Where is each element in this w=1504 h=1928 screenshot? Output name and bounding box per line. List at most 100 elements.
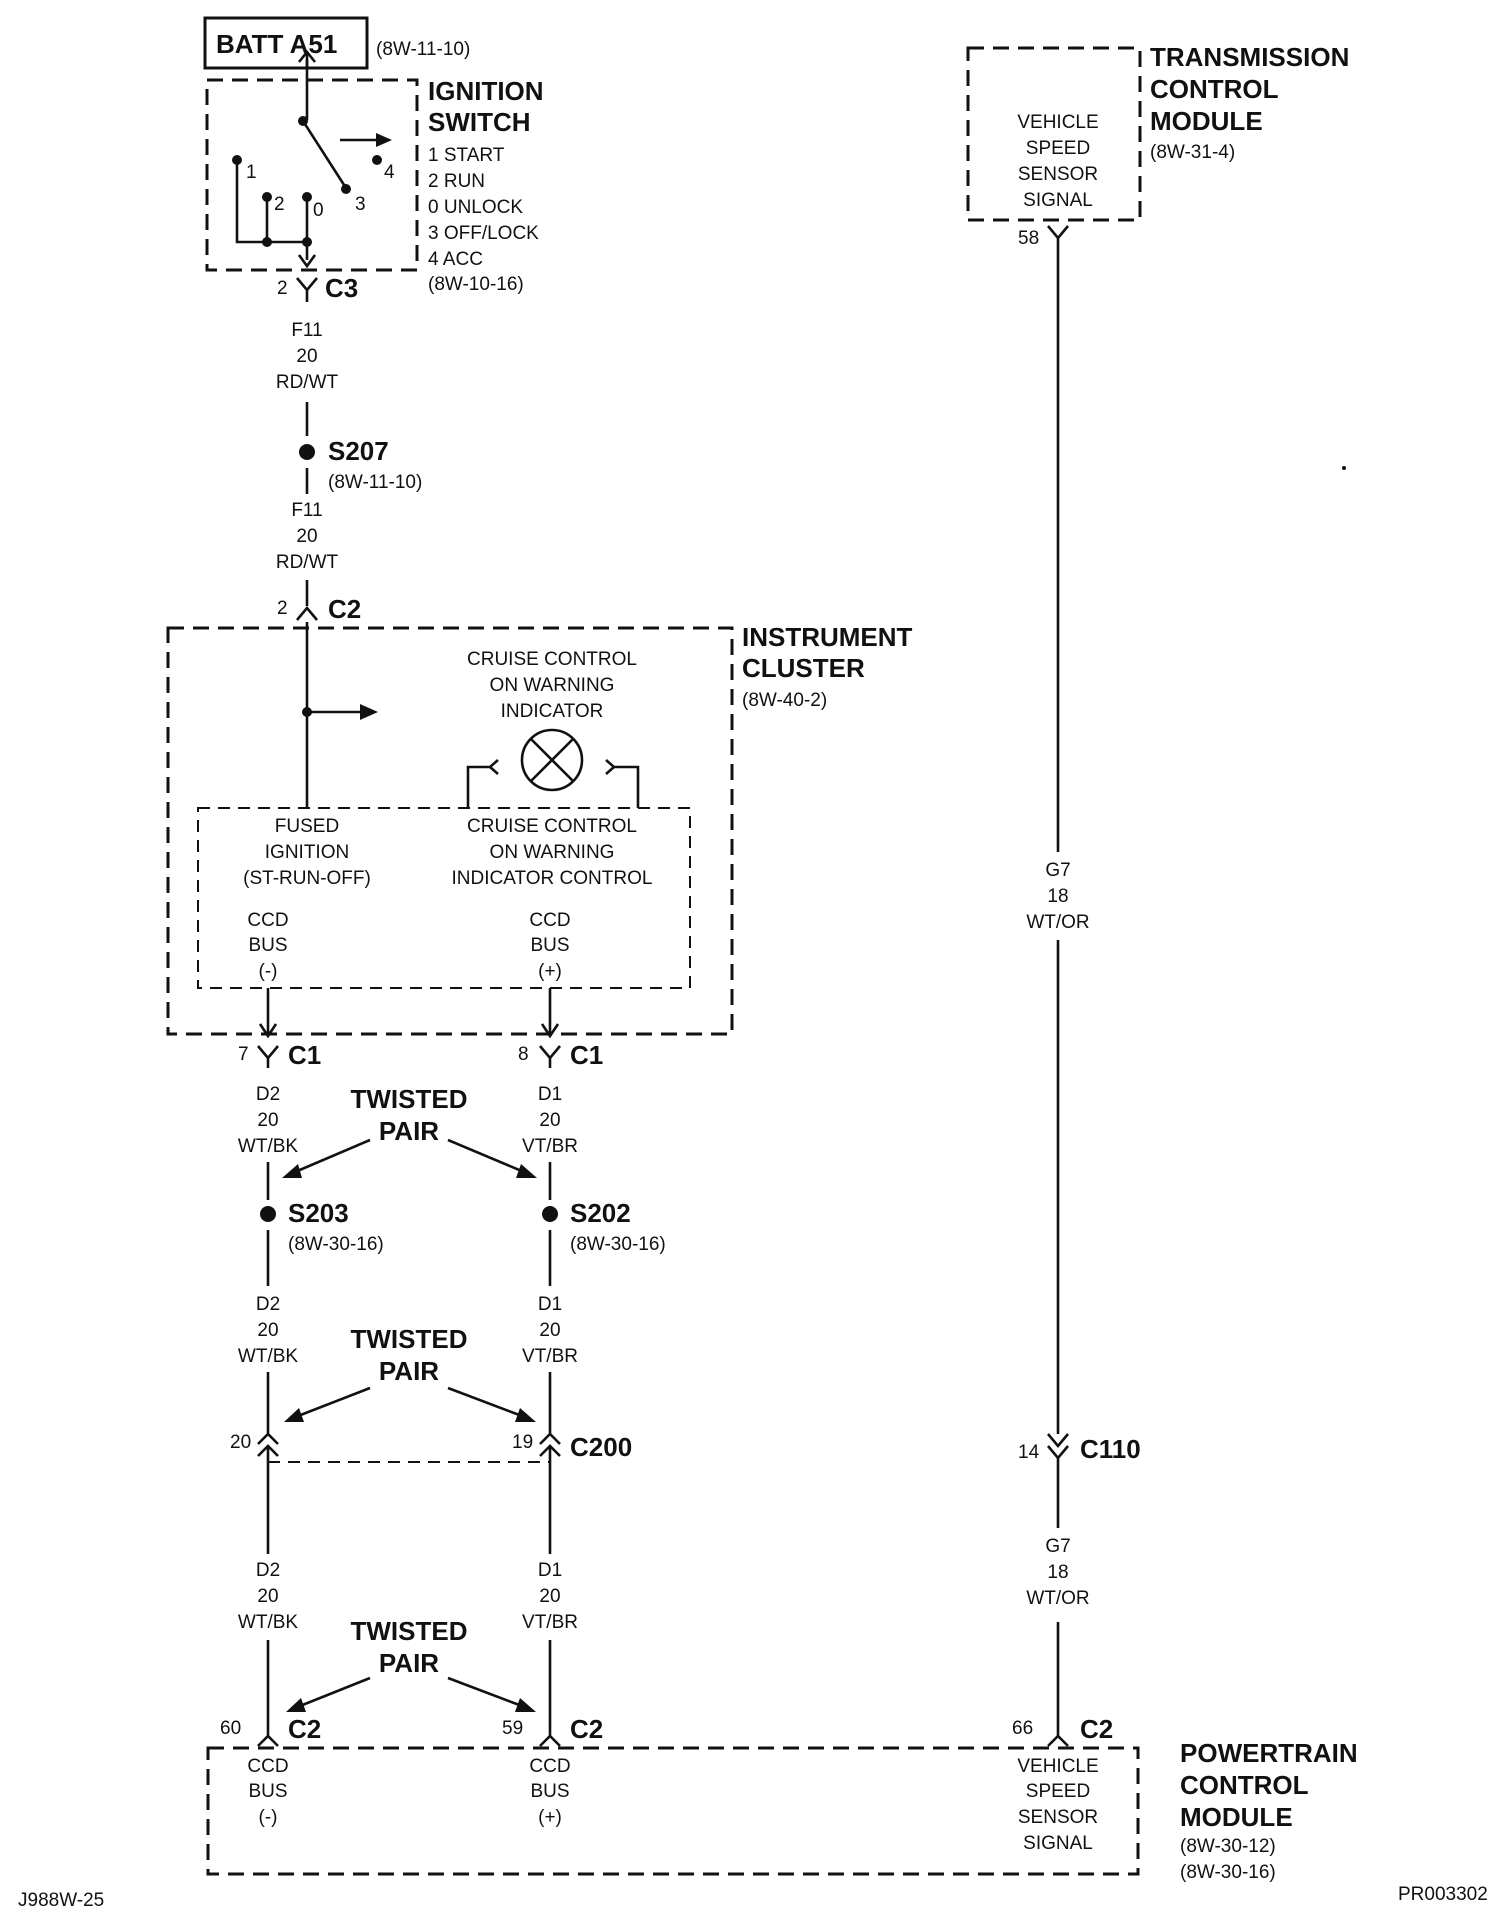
lamp-label-2: ON WARNING: [490, 675, 615, 696]
d1-gauge-3: 20: [539, 1586, 560, 1607]
ic-ccd-minus-2: BUS: [248, 935, 287, 956]
fused-label-2: IGNITION: [265, 842, 349, 863]
ignition-legend-5: 4 ACC: [428, 249, 483, 270]
pcm-title-1: POWERTRAIN: [1180, 1738, 1358, 1768]
pcm-pin-ccd-plus: 59: [502, 1718, 523, 1739]
c1-right-pin: 8: [518, 1044, 529, 1065]
c1-left-name: C1: [288, 1040, 321, 1070]
twisted-pair-2-arrow-right-icon: [515, 1408, 536, 1422]
ccd-run-section-2: D2 20 WT/BK D1 20 VT/BR TWISTED PAIR: [238, 1294, 578, 1434]
d1-circuit-1: D1: [538, 1084, 562, 1105]
f11-bottom-gauge: 20: [296, 526, 317, 547]
g7-circuit-1: G7: [1045, 860, 1070, 881]
tcm-title-1: TRANSMISSION: [1150, 42, 1349, 72]
instrument-cluster-box: [166, 626, 734, 1036]
d1-circuit-3: D1: [538, 1560, 562, 1581]
switch-action-arrow-icon: [376, 133, 392, 147]
batt-label: BATT A51: [216, 29, 337, 59]
pcm-ccd-minus-1: CCD: [247, 1756, 288, 1777]
twisted-pair-2-line2: PAIR: [379, 1356, 439, 1386]
g7-gauge-1: 18: [1047, 886, 1068, 907]
ic-title-2: CLUSTER: [742, 653, 865, 683]
s202-ref: (8W-30-16): [570, 1234, 666, 1255]
ignition-switch-box: [205, 78, 419, 272]
lamp-label-3: INDICATOR: [501, 701, 604, 722]
twisted-pair-3-arrow-left-icon: [286, 1698, 306, 1712]
splice-s207: S207 (8W-11-10): [299, 436, 422, 494]
tcm-ref: (8W-31-4): [1150, 142, 1235, 163]
splice-s202: S202 (8W-30-16): [542, 1198, 666, 1286]
pcm-title-2: CONTROL: [1180, 1770, 1309, 1800]
s203-name: S203: [288, 1198, 349, 1228]
d1-circuit-2: D1: [538, 1294, 562, 1315]
d2-color-1: WT/BK: [238, 1136, 298, 1157]
f11-top-gauge: 20: [296, 346, 317, 367]
indicator-control-label-3: INDICATOR CONTROL: [452, 868, 653, 889]
twisted-pair-1-arrow-left-icon: [282, 1164, 302, 1178]
tcm-signal-1: VEHICLE: [1017, 112, 1098, 133]
ic-title-1: INSTRUMENT: [742, 622, 913, 652]
pos-label-0: 0: [313, 200, 324, 221]
pcm-pin-ccd-minus: 60: [220, 1718, 241, 1739]
pcm-box: [206, 1746, 1140, 1876]
tcm-title-2: CONTROL: [1150, 74, 1279, 104]
d1-color-2: VT/BR: [522, 1346, 578, 1367]
pcm-connector-mid: C2: [570, 1714, 603, 1744]
twisted-pair-3-line1: TWISTED: [351, 1616, 468, 1646]
c1-right-name: C1: [570, 1040, 603, 1070]
ignition-switch: IGNITION SWITCH 1 START 2 RUN 0 UNLOCK 3…: [205, 49, 544, 295]
f11-top-color: RD/WT: [276, 372, 339, 393]
powertrain-control-module: POWERTRAIN CONTROL MODULE (8W-30-12) (8W…: [206, 1738, 1358, 1883]
ic-ccd-plus-3: (+): [538, 961, 562, 982]
ic-ccd-plus-1: CCD: [529, 910, 570, 931]
connector-c1-left: 7 C1: [238, 1040, 321, 1070]
ignition-switch-ref: (8W-10-16): [428, 274, 524, 295]
ignition-switch-title-1: IGNITION: [428, 76, 544, 106]
tcm-signal-3: SENSOR: [1018, 164, 1098, 185]
d2-circuit-3: D2: [256, 1560, 280, 1581]
pcm-ref-1: (8W-30-12): [1180, 1836, 1276, 1857]
wire-f11-bottom: F11 20 RD/WT: [276, 500, 339, 606]
twisted-pair-1-line1: TWISTED: [351, 1084, 468, 1114]
s203-ref: (8W-30-16): [288, 1234, 384, 1255]
footer-left-code: J988W-25: [18, 1890, 104, 1911]
ignition-legend-2: 2 RUN: [428, 171, 485, 192]
twisted-pair-3-arrow-right-icon: [515, 1698, 536, 1712]
pcm-connector-left: C2: [288, 1714, 321, 1744]
d2-gauge-2: 20: [257, 1320, 278, 1341]
c1-left-pin: 7: [238, 1044, 249, 1065]
transmission-control-module: TRANSMISSION CONTROL MODULE (8W-31-4) VE…: [966, 42, 1349, 249]
tcm-box: [966, 46, 1142, 222]
twisted-pair-3-line2: PAIR: [379, 1648, 439, 1678]
pcm-connectors: 60 C2 59 C2 66 C2: [220, 1714, 1113, 1747]
d2-color-2: WT/BK: [238, 1346, 298, 1367]
internal-feed-arrow-icon: [360, 704, 378, 720]
ccd-run-section-1: D2 20 WT/BK D1 20 VT/BR TWISTED PAIR: [238, 1084, 578, 1200]
f11-bottom-color: RD/WT: [276, 552, 339, 573]
ignition-legend-1: 1 START: [428, 145, 505, 166]
fused-label-1: FUSED: [275, 816, 339, 837]
d2-gauge-3: 20: [257, 1586, 278, 1607]
d1-color-1: VT/BR: [522, 1136, 578, 1157]
tcm-pin: 58: [1018, 228, 1039, 249]
twisted-pair-2-line1: TWISTED: [351, 1324, 468, 1354]
pcm-title-3: MODULE: [1180, 1802, 1293, 1832]
ccd-run-section-3: D2 20 WT/BK D1 20 VT/BR TWISTED PAIR: [238, 1560, 578, 1736]
d1-gauge-2: 20: [539, 1320, 560, 1341]
pcm-ccd-plus-2: BUS: [530, 1781, 569, 1802]
d2-gauge-1: 20: [257, 1110, 278, 1131]
c3-name: C3: [325, 273, 358, 303]
d2-circuit-1: D2: [256, 1084, 280, 1105]
pos-label-4: 4: [384, 162, 395, 183]
pos-label-3: 3: [355, 194, 366, 215]
wire-f11-top: F11 20 RD/WT: [276, 320, 339, 436]
c110-name: C110: [1080, 1434, 1141, 1464]
pcm-signal-2: SPEED: [1026, 1781, 1090, 1802]
connector-ic-c2: 2 C2: [277, 594, 361, 624]
connector-c3: 2 C3: [277, 273, 358, 303]
fused-label-3: (ST-RUN-OFF): [243, 868, 371, 889]
pcm-signal-4: SIGNAL: [1023, 1833, 1093, 1854]
ic-inner-box: [197, 807, 691, 989]
c110-pin: 14: [1018, 1442, 1040, 1463]
d2-color-3: WT/BK: [238, 1612, 298, 1633]
